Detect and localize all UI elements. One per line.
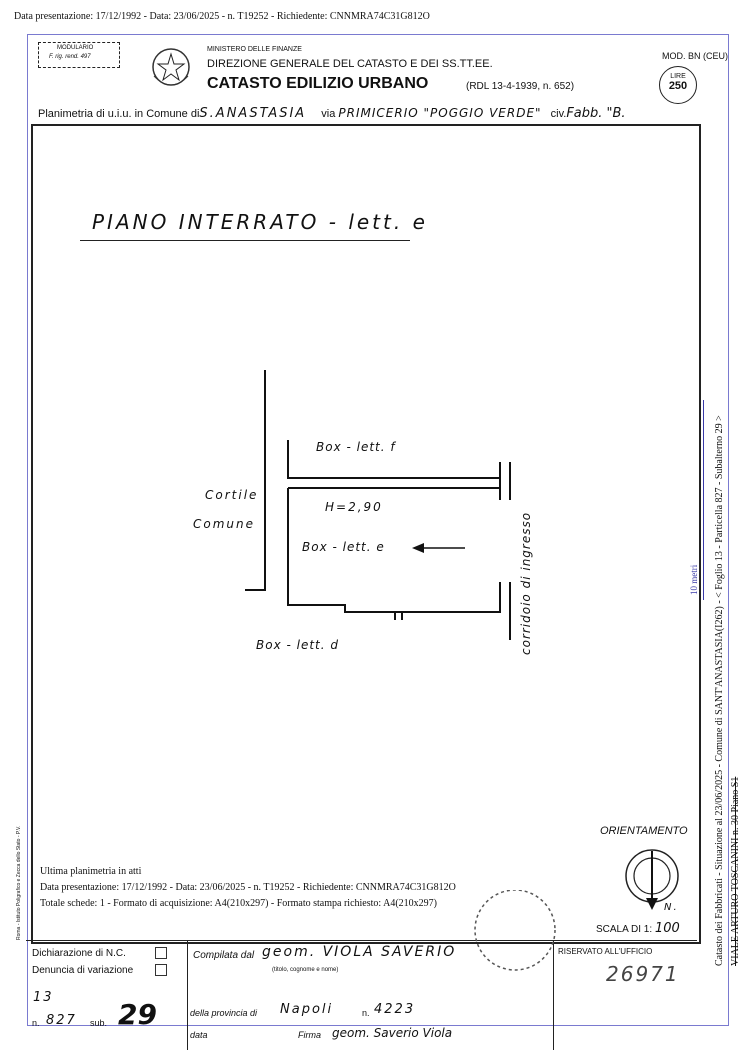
sub-label: sub. — [90, 1018, 108, 1028]
sub-value: 29 — [118, 998, 157, 1031]
data-label: data — [190, 1030, 208, 1040]
label-box-e: Box - lett. e — [302, 540, 385, 554]
form-title: CATASTO EDILIZIO URBANO — [207, 75, 429, 92]
label-box-f: Box - lett. f — [316, 440, 396, 454]
revenue-stamp: LIRE 250 — [659, 66, 697, 104]
scala-label: SCALA DI 1: — [596, 924, 653, 935]
label-height: H=2,90 — [325, 500, 383, 514]
planimetria-label: Planimetria di u.i.u. in Comune di — [38, 108, 200, 120]
stamp-value: 250 — [668, 80, 688, 92]
label-cortile: Cortile — [205, 488, 259, 502]
overlay-data-line: Data presentazione: 17/12/1992 - Data: 2… — [40, 882, 456, 893]
scale-bar-label: 10 metri — [689, 564, 699, 595]
provincia-label: della provincia di — [190, 1008, 258, 1018]
north-arrow-icon — [625, 849, 679, 910]
printer-imprint: Roma - Istituto Poligrafico e Zecca dell… — [16, 825, 22, 940]
republic-emblem-icon — [152, 48, 190, 86]
ministry: MINISTERO DELLE FINANZE — [207, 46, 302, 53]
riservato-value: 26971 — [606, 962, 680, 986]
side-address: VIALE ARTURO TOSCANINI n. 30 Piano S1 — [730, 776, 741, 966]
via-value: PRIMICERIO "POGGIO VERDE" — [338, 106, 542, 120]
label-corridoio: corridoio di ingresso — [519, 511, 533, 655]
particella-n-label: n. — [32, 1018, 40, 1028]
n-value: 4223 — [374, 1002, 416, 1017]
form-law: (RDL 13-4-1939, n. 652) — [466, 81, 575, 92]
denuncia-label: Denuncia di variazione — [32, 965, 134, 976]
direction: DIREZIONE GENERALE DEL CATASTO E DEI SS.… — [207, 58, 493, 70]
modulario-sub: F. rig. rend. 497 — [49, 54, 91, 60]
denuncia-checkbox[interactable] — [155, 964, 167, 976]
compilata-value: geom. VIOLA SAVERIO — [262, 944, 457, 960]
compilata-hint: (titolo, cognome e nome) — [272, 967, 339, 973]
riservato-label: RISERVATO ALL'UFFICIO — [558, 947, 653, 956]
overlay-frame — [27, 34, 729, 1026]
modulario-label: MODULARIO — [57, 45, 94, 51]
drawing-frame — [31, 124, 701, 944]
civ-label: civ. — [550, 108, 567, 120]
n-label: n. — [362, 1008, 370, 1018]
comune-value: S.ANASTASIA — [199, 106, 307, 121]
scala-value: 100 — [654, 921, 680, 936]
title-underline — [80, 240, 410, 241]
label-comune: Comune — [193, 517, 256, 531]
compilata-label: Compilata dal — [193, 950, 255, 961]
north-label: N. — [664, 902, 679, 913]
footer-divider-2 — [553, 940, 554, 1050]
modulario-box: MODULARIO F. rig. rend. 497 — [38, 42, 120, 68]
totale-schede: Totale schede: 1 - Formato di acquisizio… — [40, 898, 437, 909]
floor-plan — [245, 370, 511, 640]
scale-line: SCALA DI 1: 100 — [596, 921, 680, 936]
firma-signature: geom. Saverio Viola — [332, 1026, 453, 1040]
office-stamp-icon — [474, 890, 556, 971]
cortile-wall — [245, 370, 266, 591]
header-line: Data presentazione: 17/12/1992 - Data: 2… — [14, 11, 430, 22]
label-box-d: Box - lett. d — [256, 638, 340, 652]
footer-box — [26, 940, 697, 1041]
mod-label: MOD. BN (CEU) — [662, 51, 728, 61]
civ-value: Fabb. "B. — [566, 106, 626, 121]
dichiarazione-label: Dichiarazione di N.C. — [32, 948, 126, 959]
floor-title: PIANO INTERRATO - lett. e — [92, 210, 428, 234]
side-caption: Catasto dei Fabbricati - Situazione al 2… — [714, 415, 725, 966]
dichiarazione-checkbox[interactable] — [155, 947, 167, 959]
stamp-currency: LIRE — [670, 73, 686, 80]
planimetria-line: Planimetria di u.i.u. in Comune diS.ANAS… — [38, 106, 626, 121]
scale-bar — [703, 400, 704, 600]
footer-divider-1 — [187, 940, 188, 1050]
orientamento-label: ORIENTAMENTO — [600, 825, 688, 837]
box-f-wall — [287, 440, 500, 479]
provincia-value: Napoli — [280, 1002, 334, 1017]
firma-label: Firma — [298, 1030, 321, 1040]
foglio-value: 13 — [33, 990, 54, 1005]
ultima-planimetria: Ultima planimetria in atti — [40, 866, 142, 877]
via-label: via — [321, 108, 336, 120]
box-e-wall — [287, 488, 501, 613]
particella-value: 827 — [46, 1013, 77, 1028]
